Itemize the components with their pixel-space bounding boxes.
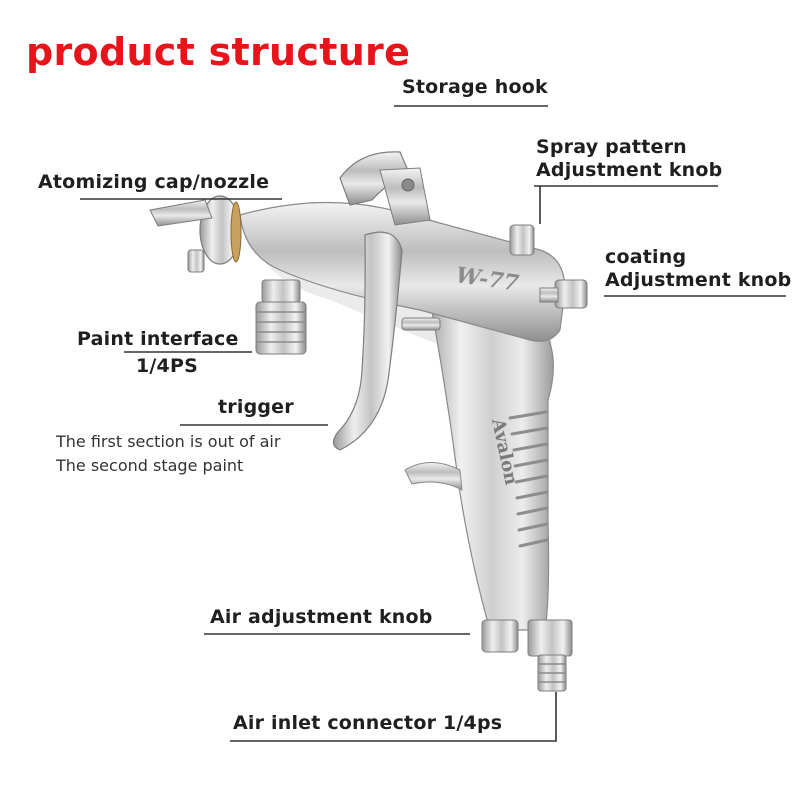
air-adjustment-knob: [481, 619, 519, 653]
leader-lines: [80, 105, 786, 742]
gun-body: [239, 201, 566, 342]
label-spray-pattern-line1: Spray pattern: [536, 136, 687, 158]
coating-knob-stem: [539, 287, 559, 303]
spray-pattern-knob: [509, 224, 535, 256]
label-air-inlet: Air inlet connector 1/4ps: [233, 712, 503, 734]
hook-arm: [379, 167, 431, 226]
label-paint-interface-line2: 1/4PS: [136, 355, 198, 377]
nozzle-tip: [187, 249, 205, 273]
note-trigger-line1: The first section is out of air: [56, 432, 281, 451]
page-title: product structure: [26, 30, 411, 74]
hook-pivot: [401, 178, 415, 192]
nozzle-brass-ring: [230, 201, 242, 263]
needle-rod: [401, 317, 441, 331]
label-trigger: trigger: [218, 396, 294, 418]
label-paint-interface-line1: Paint interface: [77, 328, 239, 350]
label-spray-pattern-line2: Adjustment knob: [536, 159, 723, 181]
leader-air-inlet: [230, 692, 557, 742]
label-storage-hook: Storage hook: [402, 76, 548, 98]
handle-grip-ribs: [508, 410, 549, 548]
trigger: [332, 231, 403, 451]
coating-knob: [554, 279, 588, 309]
handle-hook-curve: [404, 462, 463, 491]
paint-interface-thread-lines: [256, 311, 306, 343]
label-air-adjustment: Air adjustment knob: [210, 606, 433, 628]
note-trigger-line2: The second stage paint: [56, 456, 244, 475]
label-atomizing-cap: Atomizing cap/nozzle: [38, 171, 270, 193]
paint-interface-fitting: [261, 279, 301, 303]
label-coating-line2: Adjustment knob: [605, 269, 792, 291]
atomizing-cap: [149, 199, 213, 227]
paint-interface-thread: [255, 301, 307, 355]
label-coating-line1: coating: [605, 246, 687, 268]
gun-handle: [429, 299, 554, 631]
air-inlet-thread-lines: [538, 663, 566, 683]
air-inlet-body: [527, 619, 573, 657]
